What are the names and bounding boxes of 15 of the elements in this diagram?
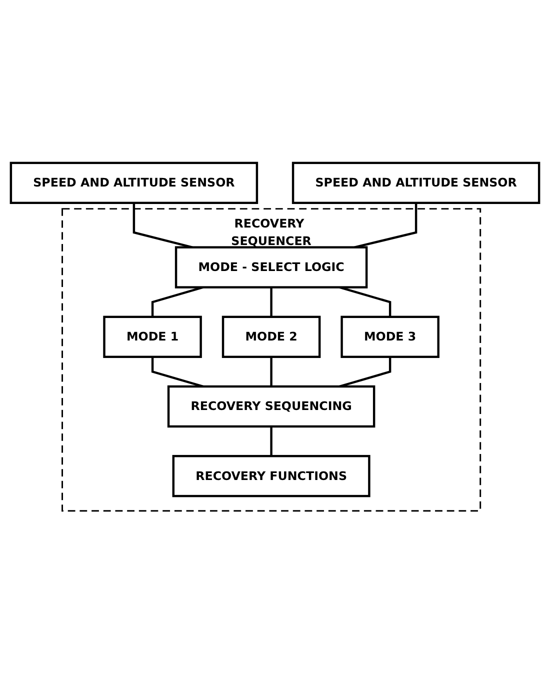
connector: [270, 286, 272, 316]
connector: [270, 426, 272, 456]
connector: [151, 286, 204, 316]
connector: [270, 356, 272, 386]
connector: [339, 356, 392, 388]
node-box: SPEED AND ALTITUDE SENSOR: [292, 161, 540, 204]
node-box: MODE 3: [340, 315, 440, 358]
node-box: RECOVERY SEQUENCING: [167, 384, 376, 428]
connector: [339, 286, 392, 316]
node-box: RECOVERY FUNCTIONS: [172, 454, 370, 497]
node-box: SPEED AND ALTITUDE SENSOR: [10, 161, 258, 204]
node-box: MODE 2: [222, 315, 321, 358]
node-box: MODE 1: [103, 315, 202, 358]
connector: [151, 356, 204, 388]
node-box: MODE - SELECT LOGIC: [174, 246, 368, 288]
